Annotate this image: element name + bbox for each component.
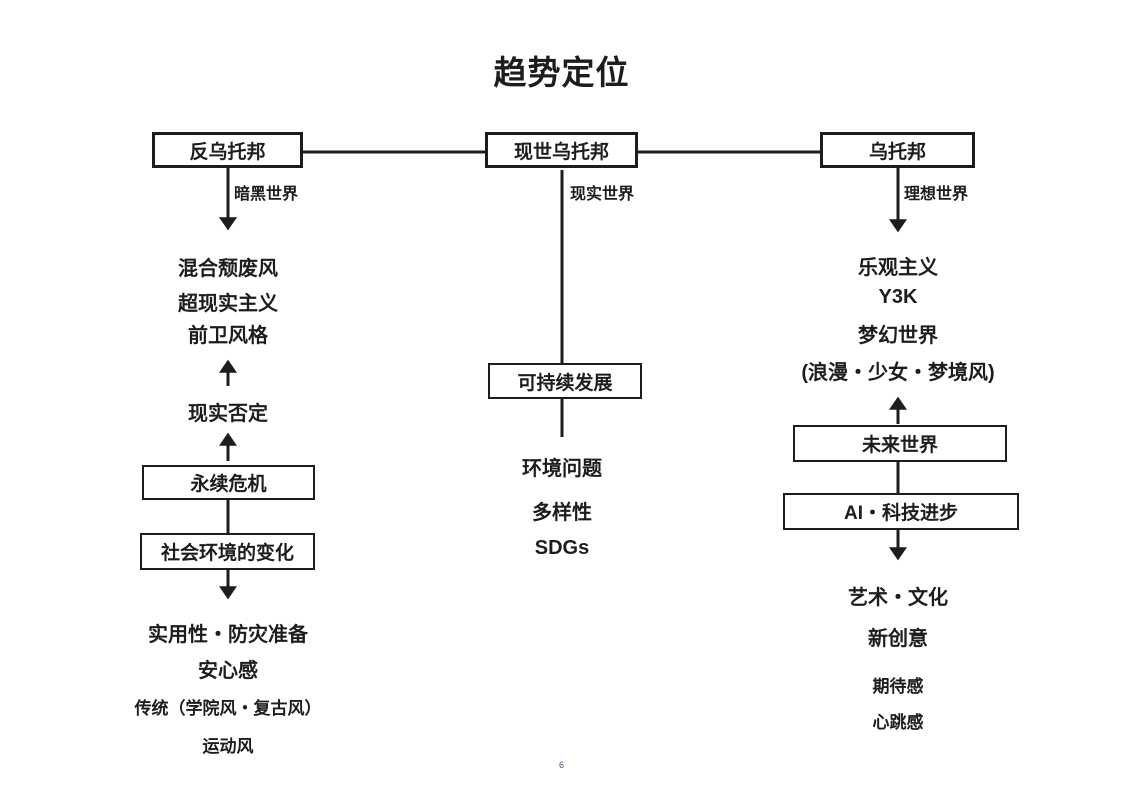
box-social-environment-change: 社会环境的变化 [140, 533, 315, 570]
keyword-new-creativity: 新创意 [868, 628, 928, 650]
keyword-anticipation: 期待感 [872, 677, 924, 696]
keyword-avant-garde: 前卫风格 [188, 325, 268, 347]
keyword-optimism: 乐观主义 [858, 257, 938, 279]
keyword-sense-of-security: 安心感 [198, 660, 258, 682]
edge-label-dark-world: 暗黑世界 [234, 186, 299, 203]
box-sustainable-development: 可持续发展 [488, 363, 642, 399]
keyword-y3k: Y3K [878, 286, 918, 308]
page-number: 6 [558, 760, 565, 770]
edge-label-ideal-world: 理想世界 [904, 186, 969, 203]
keyword-tradition-academia-retro: 传统（学院风・复古风） [134, 699, 322, 718]
keyword-art-culture: 艺术・文化 [848, 587, 948, 609]
keyword-sporty-style: 运动风 [202, 737, 254, 756]
box-present-utopia: 现世乌托邦 [485, 132, 638, 168]
diagram-title: 趋势定位 [493, 54, 630, 91]
keyword-reality-denial: 现实否定 [188, 403, 268, 425]
keyword-romance-girl-dreamcore: (浪漫・少女・梦境风) [801, 362, 995, 384]
keyword-mixed-decadence: 混合颓废风 [178, 258, 278, 280]
box-future-world: 未来世界 [793, 425, 1007, 462]
box-anti-utopia: 反乌托邦 [152, 132, 303, 168]
keyword-surrealism: 超现实主义 [178, 293, 278, 315]
edge-label-real-world: 现实世界 [570, 186, 635, 203]
box-ai-tech-progress: AI・科技进步 [783, 493, 1019, 530]
keyword-practicality-disaster-prep: 实用性・防灾准备 [148, 624, 308, 646]
box-utopia: 乌托邦 [820, 132, 975, 168]
keyword-environmental-issues: 环境问题 [522, 458, 602, 480]
keyword-dream-world: 梦幻世界 [858, 325, 938, 347]
keyword-diversity: 多样性 [532, 502, 592, 524]
box-permanent-crisis: 永续危机 [142, 465, 315, 500]
keyword-heart-pounding: 心跳感 [872, 713, 924, 732]
keyword-sdgs: SDGs [534, 537, 590, 559]
